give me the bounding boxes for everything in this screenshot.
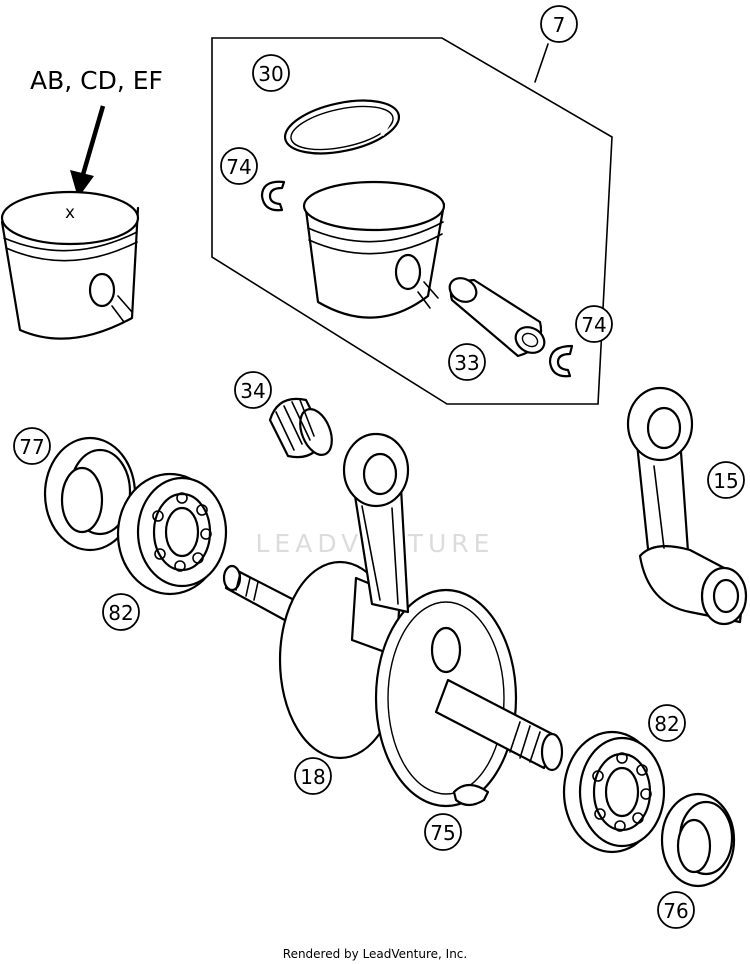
shaft-seal-left bbox=[43, 436, 137, 552]
ball-bearing-right bbox=[562, 730, 666, 854]
callout-7: 7 bbox=[540, 5, 578, 43]
svg-text:74: 74 bbox=[581, 313, 606, 337]
svg-text:82: 82 bbox=[108, 601, 133, 625]
svg-text:82: 82 bbox=[654, 712, 679, 736]
callout-82-right: 82 bbox=[648, 704, 686, 742]
callout-77: 77 bbox=[13, 427, 51, 465]
woodruff-key bbox=[452, 783, 490, 807]
callout-30: 30 bbox=[252, 54, 290, 92]
svg-text:75: 75 bbox=[430, 821, 455, 845]
callout-18: 18 bbox=[294, 757, 332, 795]
crankshaft-con-rod bbox=[342, 432, 410, 614]
callout-15: 15 bbox=[707, 461, 745, 499]
svg-text:30: 30 bbox=[258, 62, 283, 86]
circlip-right bbox=[548, 344, 574, 378]
svg-text:15: 15 bbox=[713, 469, 738, 493]
callout-34: 34 bbox=[234, 371, 272, 409]
shaft-seal-right bbox=[660, 792, 736, 888]
callout-33: 33 bbox=[448, 343, 486, 381]
svg-text:34: 34 bbox=[240, 379, 265, 403]
piston-kit-frame bbox=[211, 37, 613, 405]
marking-arrow bbox=[70, 105, 106, 198]
callout-82-left: 82 bbox=[102, 593, 140, 631]
connecting-rod bbox=[626, 386, 748, 626]
svg-text:7: 7 bbox=[553, 13, 566, 37]
svg-text:74: 74 bbox=[226, 155, 251, 179]
svg-text:33: 33 bbox=[454, 351, 479, 375]
callout-74-right: 74 bbox=[575, 305, 613, 343]
svg-text:76: 76 bbox=[663, 899, 688, 923]
piston-pin bbox=[448, 277, 546, 358]
ball-bearing-left bbox=[116, 472, 228, 596]
variant-marking-label: AB, CD, EF bbox=[30, 66, 163, 95]
kit-piston bbox=[302, 180, 446, 319]
circlip-left bbox=[260, 180, 286, 212]
callout-75: 75 bbox=[424, 813, 462, 851]
piston-top-mark: x bbox=[65, 203, 75, 223]
reference-piston bbox=[0, 190, 140, 340]
needle-bearing bbox=[268, 397, 333, 459]
piston-ring bbox=[283, 99, 401, 155]
svg-text:18: 18 bbox=[300, 765, 325, 789]
crankshaft bbox=[222, 560, 564, 808]
footer-credit: Rendered by LeadVenture, Inc. bbox=[283, 947, 467, 961]
callout-76: 76 bbox=[657, 891, 695, 929]
callout-74-left: 74 bbox=[220, 147, 258, 185]
svg-text:77: 77 bbox=[19, 435, 44, 459]
